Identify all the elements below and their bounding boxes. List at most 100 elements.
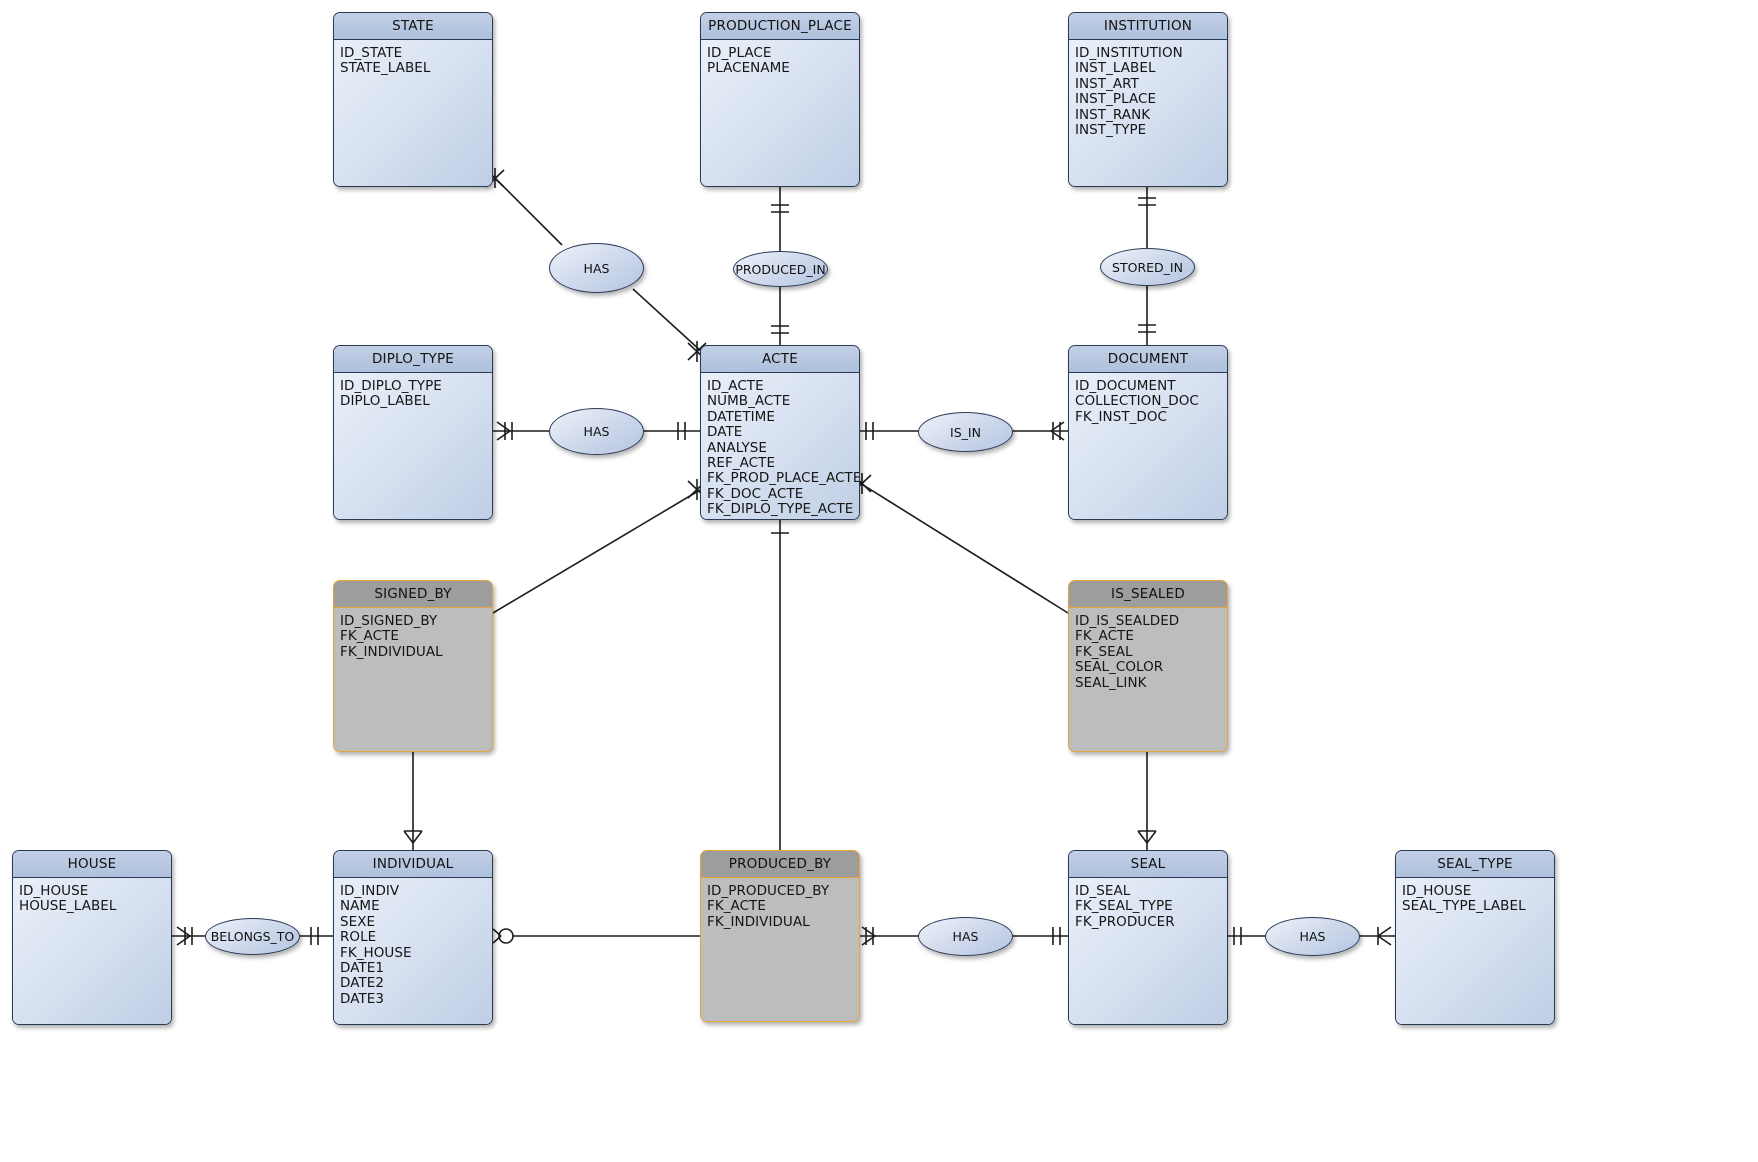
attribute-row: FK_ACTE (707, 898, 766, 915)
attribute-row: ID_SEAL (1075, 883, 1131, 899)
relationship-label: HAS (952, 929, 979, 944)
attribute-row: ID_INDIV (340, 883, 400, 899)
connector-storedin-document (1138, 286, 1156, 346)
attribute-row: SEAL_TYPE_LABEL (1402, 898, 1526, 915)
connector-institution-storedin (1138, 187, 1156, 248)
entity-title-signed_by: SIGNED_BY (334, 581, 492, 608)
relationship-label: PRODUCED_IN (735, 261, 826, 277)
connector-acte-producedby (771, 520, 789, 850)
connector-productionplace-producedin (771, 187, 789, 251)
attribute-row: FK_HOUSE (340, 944, 412, 961)
attribute-row: HOUSE_LABEL (19, 898, 117, 915)
attribute-row: SEAL_COLOR (1075, 659, 1164, 676)
attribute-row: INST_TYPE (1075, 122, 1147, 139)
attribute-row: DATE1 (340, 960, 384, 977)
connector-acte-signedby (492, 479, 707, 614)
entity-title-production_place: PRODUCTION_PLACE (701, 13, 859, 40)
attribute-row: ID_PLACE (707, 45, 772, 61)
relationship-label: STORED_IN (1112, 259, 1183, 275)
entity-title-acte: ACTE (701, 346, 859, 373)
relationship-rel_has_produced[interactable]: HAS (918, 917, 1013, 956)
attribute-row: NUMB_ACTE (707, 393, 791, 410)
attribute-row: FK_INDIVIDUAL (707, 913, 810, 930)
attribute-row: FK_PRODUCER (1075, 913, 1175, 930)
attribute-row: FK_ACTE (1075, 628, 1134, 645)
connector-state-has (485, 168, 563, 246)
attribute-row: FK_INDIVIDUAL (340, 643, 443, 660)
entity-title-document: DOCUMENT (1069, 346, 1227, 373)
connector-seal-has (1228, 927, 1269, 945)
entity-title-institution: INSTITUTION (1069, 13, 1227, 40)
relationship-rel_has_sealtype[interactable]: HAS (1265, 917, 1360, 956)
connector-signedby-individual (403, 752, 423, 850)
attribute-row: ID_PRODUCED_BY (707, 883, 830, 899)
entity-title-diplo_type: DIPLO_TYPE (334, 346, 492, 373)
relationship-rel_is_in[interactable]: IS_IN (918, 412, 1013, 452)
attribute-row: FK_SEAL (1075, 643, 1133, 660)
attribute-row: ID_DIPLO_TYPE (340, 378, 442, 394)
attribute-row: ID_SIGNED_BY (340, 613, 438, 629)
attribute-row: FK_INST_DOC (1075, 408, 1168, 425)
entity-title-individual: INDIVIDUAL (334, 851, 492, 878)
relationship-label: HAS (583, 424, 610, 439)
attribute-row: ID_ACTE (707, 378, 764, 394)
relationship-label: IS_IN (950, 424, 981, 440)
attribute-row: SEXE (340, 913, 376, 930)
entity-title-seal_type: SEAL_TYPE (1396, 851, 1554, 878)
attribute-row: INST_LABEL (1075, 60, 1156, 77)
attribute-row: ID_HOUSE (1402, 883, 1472, 899)
connector-belongsto-individual (297, 927, 333, 945)
attribute-row: ID_HOUSE (19, 883, 89, 899)
attribute-row: REF_ACTE (707, 455, 776, 472)
attribute-row: FK_STATE_DOC (707, 517, 859, 519)
relationship-rel_belongs_to[interactable]: BELONGS_TO (205, 918, 300, 955)
entity-title-produced_by: PRODUCED_BY (701, 851, 859, 878)
connector-isin-document (1009, 421, 1068, 441)
attribute-row: ID_DOCUMENT (1075, 378, 1176, 394)
attribute-row: FK_ACTE (340, 628, 399, 645)
attribute-row: PLACENAME (707, 60, 790, 77)
relationship-rel_produced_in[interactable]: PRODUCED_IN (733, 251, 828, 287)
attribute-row: ID_IS_SEALDED (1075, 613, 1180, 629)
entity-title-state: STATE (334, 13, 492, 40)
relationship-label: HAS (583, 260, 610, 276)
connector-acte-isin (860, 422, 922, 440)
attribute-row: ID_INSTITUTION (1075, 45, 1183, 61)
attribute-row: ROLE (340, 929, 377, 946)
entity-title-house: HOUSE (13, 851, 171, 878)
attribute-row: DATE (707, 424, 743, 441)
attribute-row: DIPLO_LABEL (340, 393, 430, 410)
connector-producedby-has (860, 926, 922, 946)
relationship-rel_has_state[interactable]: HAS (549, 243, 644, 293)
connector-producedin-acte (771, 287, 789, 346)
connector-house-belongsto (172, 926, 208, 946)
relationship-label: HAS (1299, 929, 1326, 944)
attribute-row: FK_DIPLO_TYPE_ACTE (707, 501, 854, 518)
attribute-row: DATE3 (340, 990, 384, 1007)
relationship-rel_stored_in[interactable]: STORED_IN (1100, 248, 1195, 286)
relationship-rel_has_diplo[interactable]: HAS (549, 408, 644, 455)
attribute-row: INST_RANK (1075, 106, 1151, 123)
connector-acte-issealed (852, 473, 1069, 614)
attribute-row: ID_STATE (340, 45, 403, 61)
